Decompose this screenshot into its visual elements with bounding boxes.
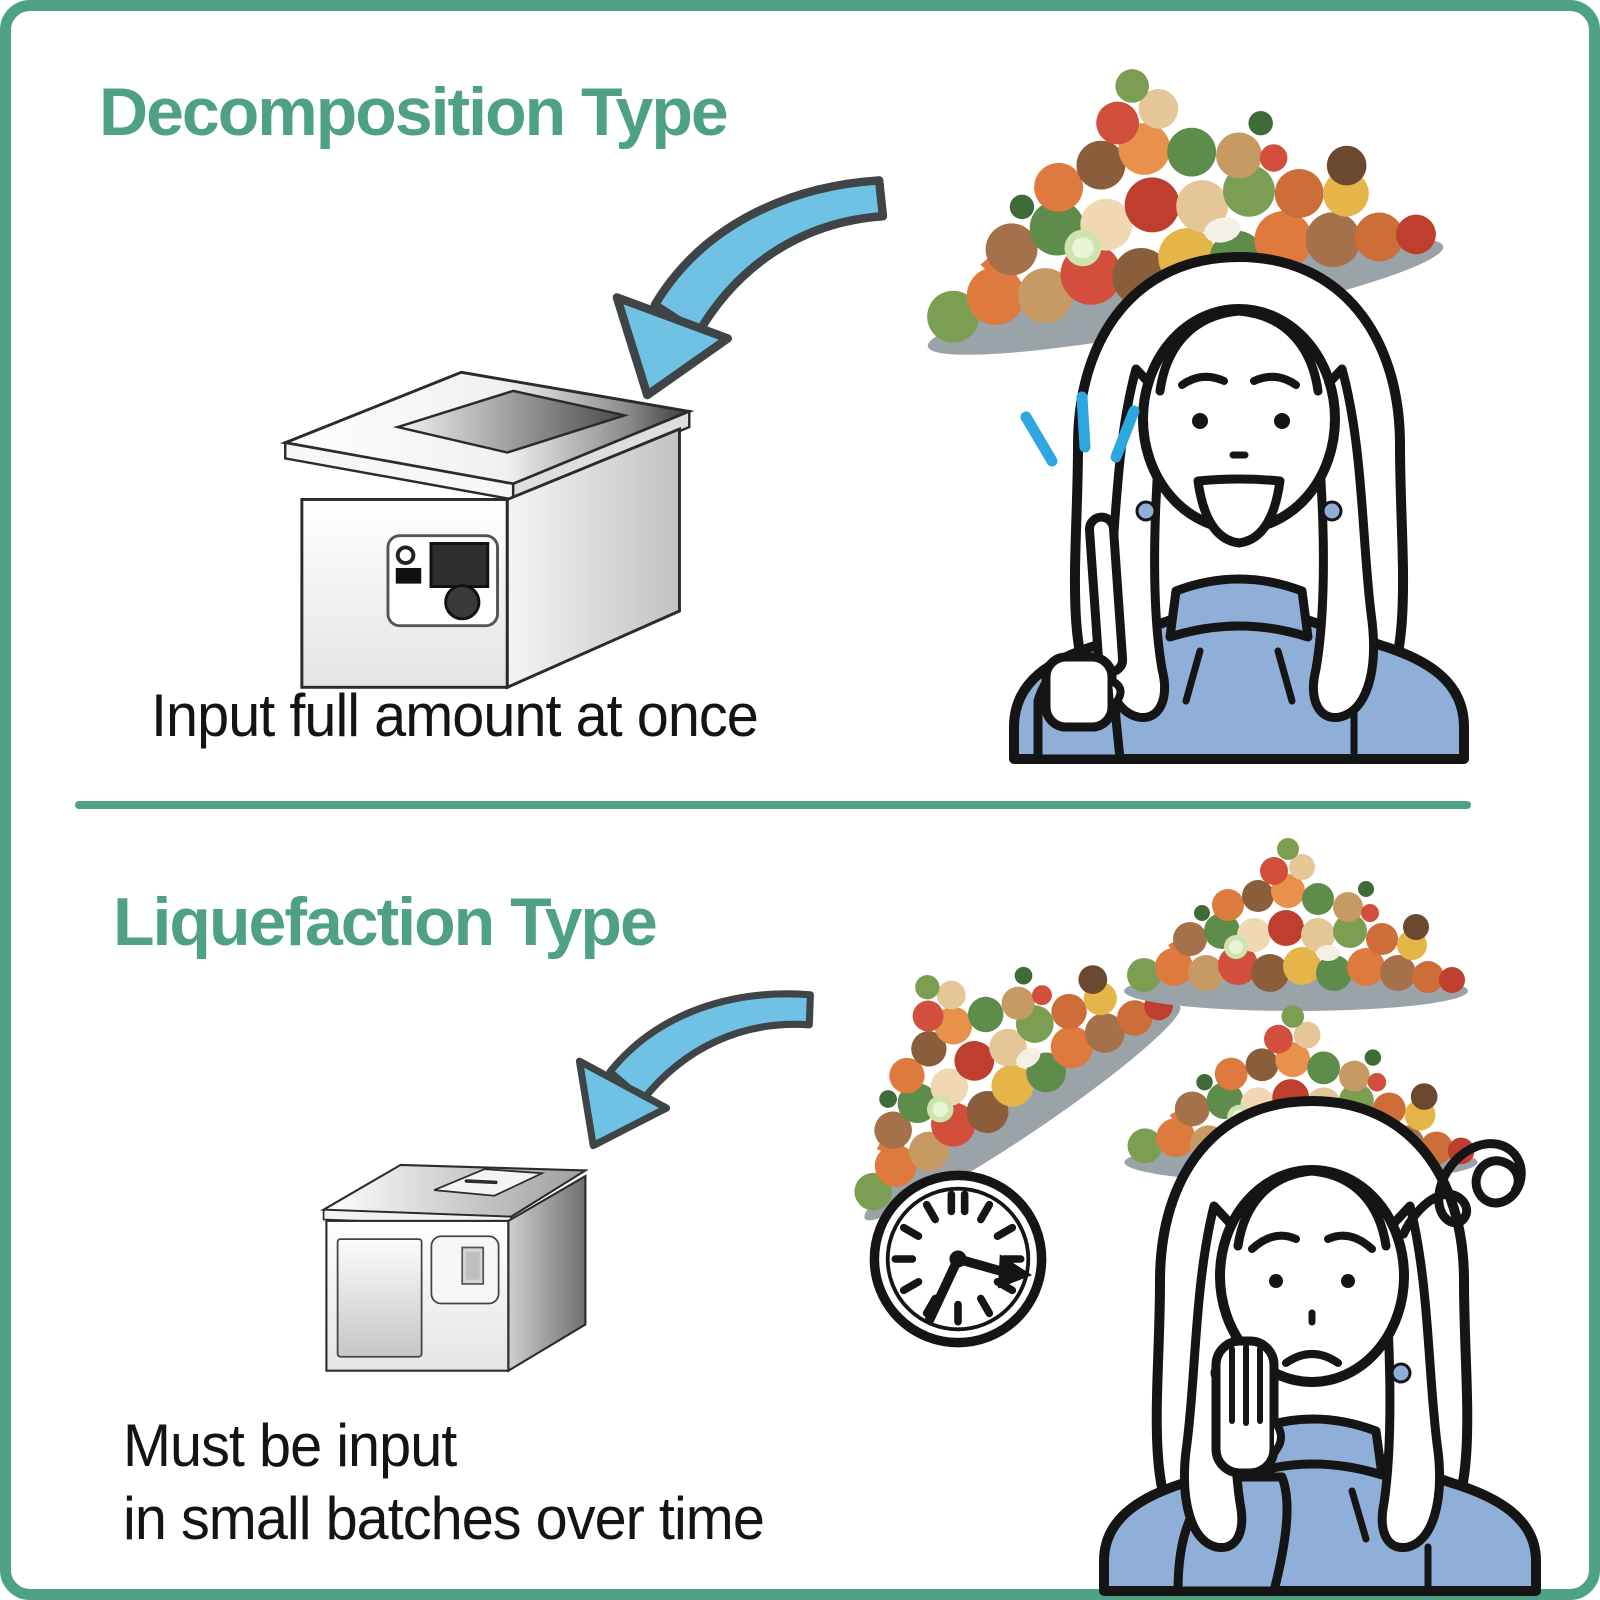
machine-control-panel (386, 534, 499, 628)
frustration-scribble-icon (1389, 1116, 1534, 1271)
raised-hand (1041, 512, 1128, 732)
machine-display-panel (430, 1235, 500, 1305)
caption-liquefaction-line2: in small batches over time (123, 1485, 765, 1553)
decomposition-machine-icon (251, 341, 701, 701)
caption-liquefaction-line1: Must be input (123, 1412, 457, 1479)
happy-woman-pointing-icon (986, 249, 1486, 764)
caption-decomposition: Input full amount at once (151, 682, 759, 749)
worried-woman-thinking-icon (1086, 1091, 1556, 1596)
caption-liquefaction: Must be input in small batches over time (123, 1409, 765, 1555)
wall-clock-icon (863, 1159, 1053, 1359)
food-waste-plate-icon (1106, 829, 1486, 1019)
emphasis-sparkle-icon (1020, 391, 1140, 467)
hand-on-cheek (1211, 1336, 1285, 1478)
section-title-liquefaction: Liquefaction Type (113, 884, 658, 960)
section-title-decomposition: Decomposition Type (99, 74, 729, 150)
liquefaction-machine-icon (311, 1149, 591, 1381)
section-divider (75, 801, 1471, 809)
